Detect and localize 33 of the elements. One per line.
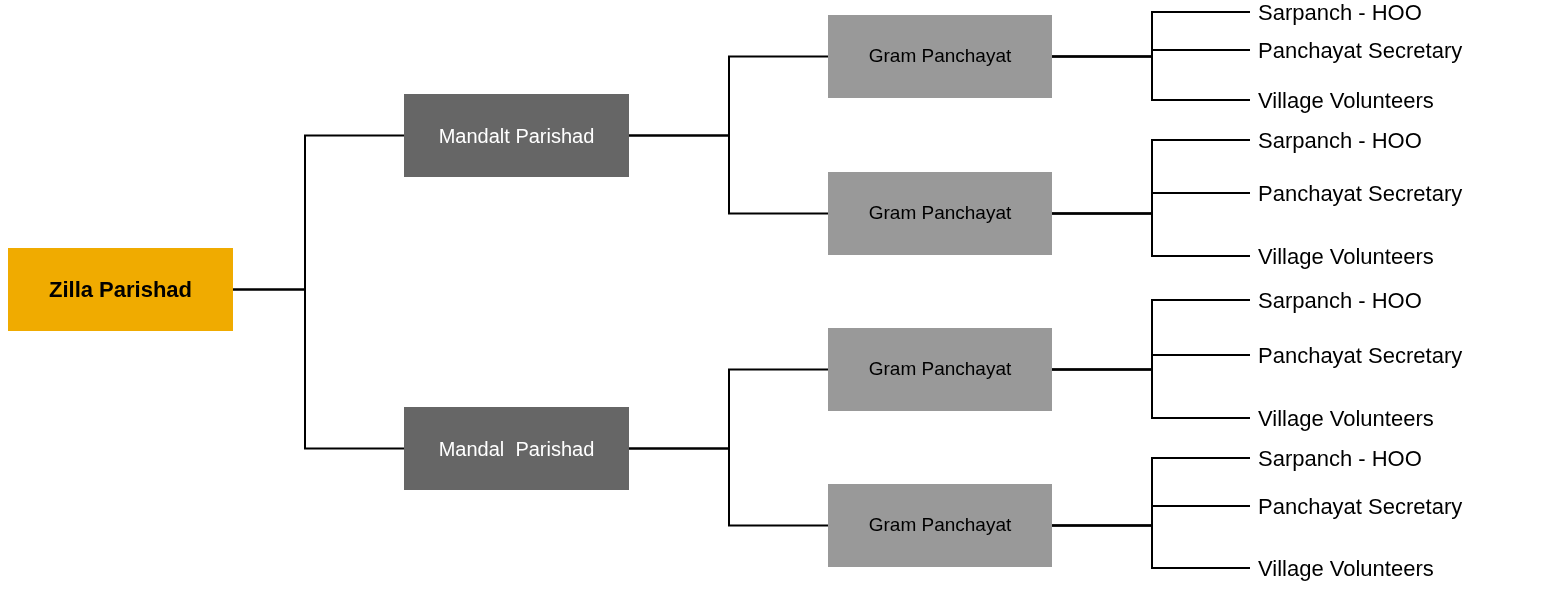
node-text: Village Volunteers <box>1258 86 1434 115</box>
node-text: Gram Panchayat <box>868 513 1012 538</box>
connector-line <box>1051 212 1251 257</box>
org-box <box>404 94 629 177</box>
node-text: Panchayat Secretary <box>1258 179 1463 208</box>
node-text: Gram Panchayat <box>868 44 1012 69</box>
org-box <box>404 407 629 490</box>
node-text: Mandalt Parishad <box>438 123 595 149</box>
org-box <box>8 248 233 331</box>
node-text: Sarpanch - HOO <box>1258 0 1422 27</box>
node-text: Village Volunteers <box>1258 404 1434 433</box>
node-text: Sarpanch - HOO <box>1258 444 1422 473</box>
connector-line <box>1051 55 1251 101</box>
connector-line <box>628 134 829 215</box>
connector-line <box>232 288 405 450</box>
node-text: Zilla Parishad <box>48 276 193 304</box>
node-text: Sarpanch - HOO <box>1258 286 1422 315</box>
node-text: Gram Panchayat <box>868 357 1012 382</box>
org-box <box>828 484 1052 567</box>
org-box <box>828 328 1052 411</box>
node-text: Village Volunteers <box>1258 242 1434 271</box>
node-text: Gram Panchayat <box>868 201 1012 226</box>
node-text: Village Volunteers <box>1258 554 1434 583</box>
node-text: Sarpanch - HOO <box>1258 126 1422 155</box>
connector-line <box>1051 368 1251 419</box>
node-text: Panchayat Secretary <box>1258 492 1463 521</box>
node-text: Panchayat Secretary <box>1258 36 1463 65</box>
org-box <box>828 172 1052 255</box>
connector-line <box>1051 524 1251 569</box>
org-box <box>828 15 1052 98</box>
node-text: Mandal Parishad <box>438 436 595 462</box>
node-text: Panchayat Secretary <box>1258 341 1463 370</box>
connector-line <box>628 447 829 527</box>
